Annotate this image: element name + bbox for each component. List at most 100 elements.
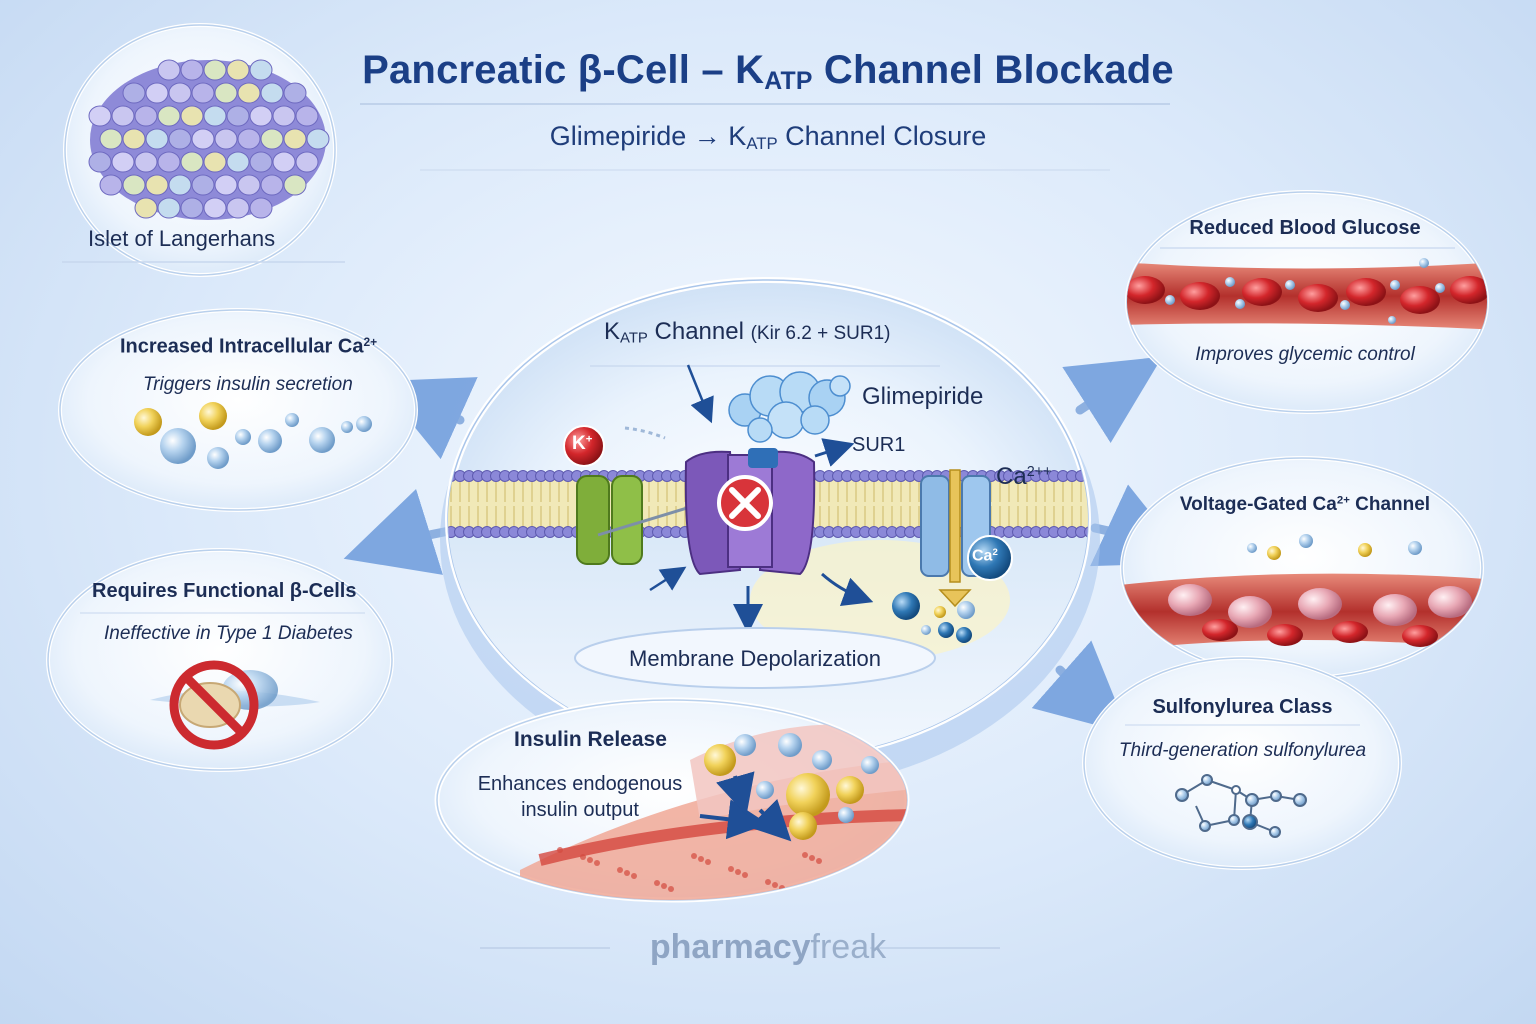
islet-cell	[134, 197, 158, 219]
islet-cell	[237, 82, 261, 104]
islet-cell	[111, 105, 135, 127]
islet-cell	[237, 174, 261, 196]
tissue-dot	[742, 872, 748, 878]
islet-cell	[226, 151, 250, 173]
islet-cell	[226, 105, 250, 127]
glucose-particle	[1225, 277, 1235, 287]
potassium-ion-label: K+	[572, 433, 593, 454]
tissue-dot	[580, 854, 586, 860]
islet-cell	[203, 151, 227, 173]
islet-cell	[272, 151, 296, 173]
islet-cell	[134, 151, 158, 173]
glucose-panel-title: Reduced Blood Glucose	[1189, 217, 1421, 239]
islet-cell	[272, 105, 296, 127]
glucose-particle	[1435, 283, 1445, 293]
insulin-panel	[434, 697, 910, 903]
islet-cell	[145, 174, 169, 196]
insulin-panel-title: Insulin Release	[514, 728, 667, 751]
islet-cell	[88, 105, 112, 127]
islet-cell	[214, 82, 238, 104]
tissue-dot	[883, 881, 889, 887]
calcium-panel-caption: Triggers insulin secretion	[143, 374, 353, 395]
red-blood-cell	[1267, 624, 1303, 646]
islet-cell	[180, 151, 204, 173]
islet-cell	[122, 174, 146, 196]
islet-cell	[134, 105, 158, 127]
islet-label: Islet of Langerhans	[88, 226, 276, 251]
islet-cell	[145, 128, 169, 150]
glimepiride-label: Glimepiride	[862, 383, 984, 410]
islet-cell	[111, 151, 135, 173]
tissue-dot	[557, 847, 563, 853]
tissue-dot	[594, 860, 600, 866]
pink-cell	[1298, 588, 1342, 620]
pink-cell	[1228, 596, 1272, 628]
insulin-granules	[704, 733, 879, 840]
islet-cell	[180, 105, 204, 127]
red-blood-cell	[1242, 278, 1282, 306]
vgcc-panel	[1120, 456, 1484, 680]
glucose-panel	[1125, 190, 1489, 414]
lipid-head	[1094, 471, 1105, 482]
calcium-ion-label: Ca2	[972, 547, 998, 565]
tissue-dot	[691, 853, 697, 859]
beta-panel-title: Requires Functional β-Cells	[92, 580, 357, 602]
block-x-icon	[717, 475, 773, 531]
islet-cell	[295, 151, 319, 173]
sulfonylurea-panel-title: Sulfonylurea Class	[1152, 696, 1333, 718]
glucose-panel-caption: Improves glycemic control	[1195, 344, 1415, 365]
red-blood-cell	[1402, 625, 1438, 647]
islet-cell	[214, 174, 238, 196]
islet-cell	[203, 105, 227, 127]
tissue-dot	[668, 886, 674, 892]
pink-cell	[1428, 586, 1472, 618]
islet-cell	[249, 105, 273, 127]
islet-cell	[191, 82, 215, 104]
tissue-dot	[816, 858, 822, 864]
islet-cell	[122, 128, 146, 150]
islet-cell	[168, 82, 192, 104]
tissue-dot	[661, 883, 667, 889]
islet-cell	[203, 59, 227, 81]
islet-cell	[260, 82, 284, 104]
calcium-balls	[134, 402, 372, 469]
red-blood-cell	[1180, 282, 1220, 310]
insulin-caption-1: Enhances endogenous	[477, 773, 683, 795]
islet-cell	[249, 151, 273, 173]
islet-cell	[249, 59, 273, 81]
islet-cell	[226, 197, 250, 219]
islet-cell	[283, 174, 307, 196]
sulfonylurea-panel	[1082, 656, 1402, 870]
katp-channel-label: KATP Channel (Kir 6.2 + SUR1)	[604, 318, 891, 347]
tissue-dot	[802, 852, 808, 858]
islet-cell	[191, 128, 215, 150]
islet-cell	[157, 59, 181, 81]
sur1-label: SUR1	[852, 434, 906, 456]
islet-cell	[157, 151, 181, 173]
blocked-cell-icon	[150, 660, 320, 750]
molecule-structure-icon	[1175, 774, 1307, 838]
islet-cell	[249, 197, 273, 219]
islet-cell	[260, 174, 284, 196]
tissue-dot	[728, 866, 734, 872]
islet-cluster-icon	[88, 59, 330, 220]
calcium-channel-label: Ca2++	[996, 463, 1052, 490]
islet-cell	[168, 128, 192, 150]
lipid-head	[1084, 526, 1088, 538]
red-blood-cell	[1127, 276, 1165, 304]
red-blood-cell	[1450, 276, 1487, 304]
islet-cell	[180, 59, 204, 81]
islet-cell	[157, 197, 181, 219]
glimepiride-cloud-icon	[728, 371, 851, 443]
islet-cell	[168, 174, 192, 196]
tissue-dot	[809, 855, 815, 861]
islet-cell	[88, 151, 112, 173]
calcium-particles	[892, 592, 975, 643]
pink-cell	[1168, 584, 1212, 616]
page-title: Pancreatic β-Cell – KATP Channel Blockad…	[362, 48, 1174, 96]
beta-cell-panel	[46, 548, 394, 772]
beta-panel-caption: Ineffective in Type 1 Diabetes	[104, 623, 353, 644]
tissue-dot	[654, 880, 660, 886]
tissue-dot	[617, 867, 623, 873]
blood-vessel-icon	[1127, 262, 1487, 330]
